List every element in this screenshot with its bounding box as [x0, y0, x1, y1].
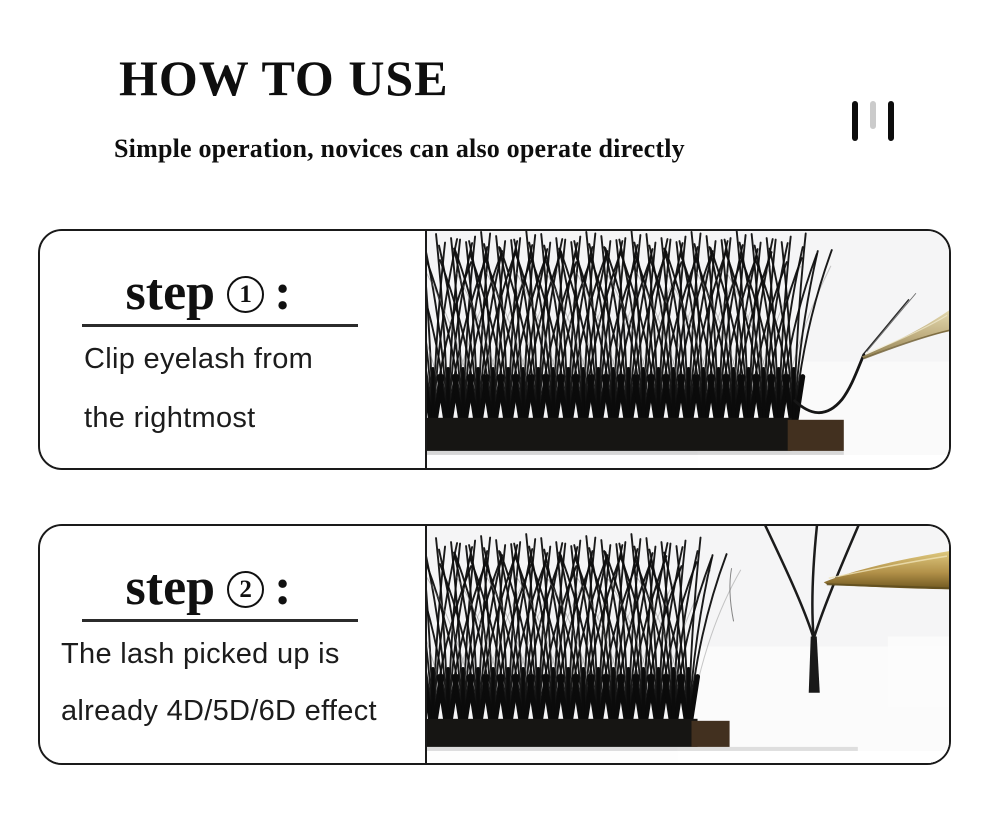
step-2-card: step 2 : The lash picked up is already 4…	[38, 524, 951, 765]
step-colon: :	[274, 559, 292, 616]
lash-strip-base	[427, 718, 698, 747]
step-2-underline	[82, 619, 358, 622]
page-subtitle: Simple operation, novices can also opera…	[114, 134, 685, 163]
picked-lash-tip-2	[866, 292, 917, 352]
picked-lash-tip	[863, 298, 910, 354]
lash-fan-rows	[427, 533, 742, 738]
bar-light-middle	[870, 101, 876, 129]
step-1-photo	[427, 231, 949, 468]
step-2-instruction-line-1: The lash picked up is	[61, 638, 340, 670]
step-colon: :	[274, 264, 292, 321]
step-2-photo-svg	[427, 526, 949, 763]
circled-number-2: 2	[227, 570, 265, 608]
tweezers-highlight	[828, 555, 948, 579]
lash-strip-base	[427, 417, 792, 451]
step-1-card: step 1 : Clip eyelash from the rightmost	[38, 229, 951, 470]
stray-lash-tip	[729, 568, 735, 622]
page-title: HOW TO USE	[119, 50, 449, 106]
three-bars-icon	[852, 101, 894, 141]
step-1-label: step 1 :	[40, 264, 401, 321]
tweezers	[823, 551, 949, 590]
step-1-photo-svg	[427, 231, 949, 468]
picked-lash	[793, 353, 866, 415]
step-1-instruction-line-1: Clip eyelash from	[84, 343, 314, 375]
table-highlight	[427, 750, 949, 763]
step-word: step	[125, 559, 216, 616]
step-2-instruction-line-2: already 4D/5D/6D effect	[61, 695, 377, 727]
strip-shadow	[427, 450, 844, 455]
step-2-label: step 2 :	[40, 559, 401, 616]
lash-strip-base-tip	[787, 419, 844, 451]
bar-dark-left	[852, 101, 858, 141]
lash-strip-base-tip	[691, 720, 730, 747]
step-word: step	[125, 264, 216, 321]
tweezers-lower-edge	[826, 583, 949, 590]
strip-shadow	[427, 746, 858, 751]
tweezers-lower-edge	[863, 329, 949, 360]
step-2-photo	[427, 526, 949, 763]
step-1-text-panel: step 1 : Clip eyelash from the rightmost	[40, 231, 427, 468]
circled-number-1: 1	[227, 275, 265, 313]
step-1-underline	[82, 324, 358, 327]
step-2-text-panel: step 2 : The lash picked up is already 4…	[40, 526, 427, 763]
picked-fan-lash	[764, 526, 860, 693]
bar-dark-right	[888, 101, 894, 141]
tweezers-highlight	[865, 314, 948, 355]
table-highlight	[427, 454, 949, 468]
picked-fan-stem	[808, 636, 820, 693]
step-1-instruction-line-2: the rightmost	[84, 402, 256, 434]
